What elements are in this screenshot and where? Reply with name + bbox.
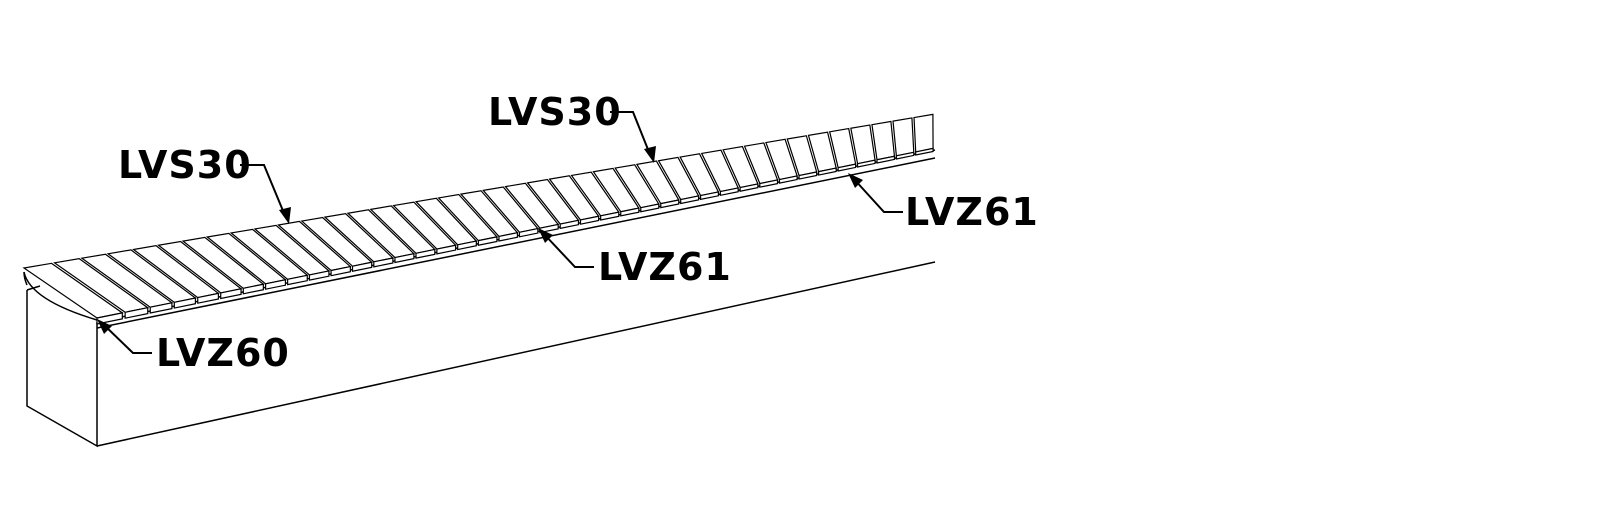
slat-front	[680, 195, 700, 205]
base-bottom-edge	[96, 261, 936, 447]
leader-lvs30-left	[240, 164, 287, 219]
slat-front	[699, 191, 720, 201]
slat-front	[719, 187, 739, 197]
slat-front	[660, 199, 680, 209]
slat-front	[620, 207, 640, 217]
slat-front	[739, 183, 759, 192]
label-lvz61-right: LVZ61	[905, 190, 1039, 234]
slat-front	[373, 257, 394, 268]
arrow-lvs30-right	[644, 146, 656, 163]
slat-front	[197, 292, 220, 304]
end-cap	[23, 271, 98, 321]
slat-front	[640, 203, 660, 213]
slat-front	[498, 231, 519, 242]
leader-lvz61-right	[852, 177, 903, 213]
arrow-lvz61-right	[848, 173, 863, 188]
label-lvz61-middle: LVZ61	[598, 245, 732, 289]
slat-front	[837, 163, 857, 172]
leaders	[97, 111, 903, 354]
slat-front	[394, 252, 415, 264]
slat-front	[778, 175, 798, 184]
slat-top	[892, 117, 915, 157]
slat-front	[96, 312, 123, 325]
slat-front	[264, 279, 287, 290]
slat-deck	[22, 113, 934, 325]
slat-front	[579, 215, 600, 225]
slat-front	[477, 236, 498, 246]
slat-front	[818, 167, 837, 176]
slat-top	[913, 113, 934, 153]
slat-front	[173, 297, 197, 309]
slat-front	[798, 171, 818, 180]
slat-front	[895, 151, 915, 160]
arrow-lvs30-left	[279, 207, 291, 224]
slat-front	[457, 240, 477, 251]
slat-front	[415, 248, 436, 259]
leader-lvs30-right	[610, 111, 652, 158]
slat-front	[124, 306, 149, 319]
label-lvz60: LVZ60	[156, 331, 290, 375]
slat-front	[856, 159, 876, 168]
end-cap-curve	[23, 271, 98, 321]
arrow-lvz61-middle	[538, 228, 553, 243]
slat-front	[915, 147, 934, 156]
slat-front	[518, 227, 539, 238]
slat-top	[871, 120, 896, 161]
slat-front	[876, 155, 896, 164]
slat-front	[308, 270, 330, 281]
label-lvs30-right: LVS30	[488, 90, 622, 134]
labels: LVS30 LVS30 LVZ61 LVZ61 LVZ60	[118, 90, 1039, 375]
leader-lvz60	[102, 323, 152, 354]
slat-front	[559, 219, 580, 230]
slat-front	[287, 274, 308, 286]
slat-front	[220, 288, 242, 300]
slat-front	[330, 265, 351, 277]
slat-front	[600, 211, 620, 221]
slat-front	[759, 179, 779, 188]
slat-front	[242, 283, 264, 295]
slat-front	[351, 261, 373, 272]
slat-front	[436, 244, 457, 255]
base-block	[26, 157, 936, 448]
base-top-edge	[96, 157, 936, 329]
arrow-lvz60	[97, 319, 112, 334]
slat-front	[149, 302, 173, 314]
base-front-face	[26, 290, 98, 448]
label-lvs30-left: LVS30	[118, 143, 252, 187]
end-cap-lip	[23, 271, 28, 286]
leader-lvz61-middle	[542, 232, 594, 268]
